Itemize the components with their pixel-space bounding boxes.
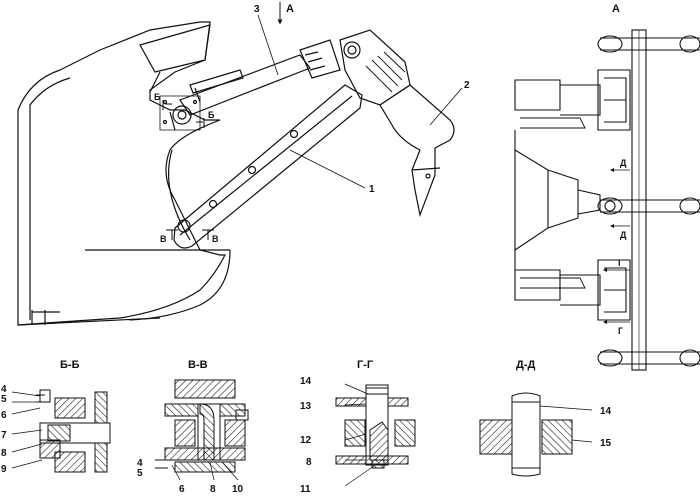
vv-callout-4: 4 xyxy=(137,458,143,469)
section-gg xyxy=(335,383,416,487)
callout-2: 2 xyxy=(464,80,470,91)
section-bb xyxy=(11,389,111,473)
bb-callout-4: 4 xyxy=(1,384,7,395)
gg-callout-12: 12 xyxy=(300,435,312,446)
cut-mark-v-left xyxy=(166,229,178,240)
section-dd xyxy=(479,392,593,477)
bb-callout-6: 6 xyxy=(1,410,7,421)
bb-callout-9: 9 xyxy=(1,464,7,475)
vv-callout-10: 10 xyxy=(232,484,244,495)
leader-3 xyxy=(257,14,279,76)
arm-1-hole xyxy=(289,129,299,139)
gg-callout-13: 13 xyxy=(300,401,312,412)
bb-callout-8: 8 xyxy=(1,448,7,459)
callout-1: 1 xyxy=(369,184,375,195)
cut-mark-v-right xyxy=(202,229,214,240)
view-a xyxy=(514,29,700,371)
arm-1 xyxy=(173,84,363,249)
frame-inner-line xyxy=(29,77,71,320)
leader-2 xyxy=(429,87,463,126)
leader-1 xyxy=(289,149,366,189)
section-dd-title: Д-Д xyxy=(516,359,535,371)
frame-curve-left xyxy=(167,149,191,241)
gg-callout-8: 8 xyxy=(306,457,312,468)
dd-callout-15: 15 xyxy=(600,438,612,449)
vv-callout-5: 5 xyxy=(137,468,143,479)
link-3 xyxy=(159,39,341,131)
main-side-view xyxy=(17,2,463,326)
frame-top-cap xyxy=(139,24,211,73)
upper-joint-block xyxy=(339,29,411,106)
arm-1-pivot-pin xyxy=(177,219,191,233)
arm-1-hole xyxy=(208,199,218,209)
cut-mark-b-bottom xyxy=(196,118,205,128)
ripper-shank-2 xyxy=(379,84,455,218)
cut-label-d-bottom: Д xyxy=(620,230,627,240)
cut-label-v-left: В xyxy=(160,234,167,244)
cut-label-d-top: Д xyxy=(620,158,627,168)
frame-notch xyxy=(149,71,176,131)
arm-1-hole xyxy=(247,165,257,175)
vv-callout-6: 6 xyxy=(179,484,185,495)
gg-callout-11: 11 xyxy=(300,484,311,495)
section-vv-title: В-В xyxy=(188,359,208,371)
vv-callout-8: 8 xyxy=(210,484,216,495)
section-bb-title: Б-Б xyxy=(60,359,80,371)
cut-label-g-top: Г xyxy=(618,258,623,268)
cut-label-b-bottom: Б xyxy=(208,110,215,120)
section-gg-title: Г-Г xyxy=(357,359,374,371)
dd-callout-14: 14 xyxy=(600,406,612,417)
frame-lower-edge xyxy=(17,317,161,326)
link-3-pivot xyxy=(172,105,192,125)
frame-foot xyxy=(31,310,60,325)
frame-outline xyxy=(17,21,226,326)
view-a-title: А xyxy=(612,3,620,15)
callout-3: 3 xyxy=(254,4,260,15)
section-vv xyxy=(155,379,249,481)
cut-label-g-bottom: Г xyxy=(618,326,623,336)
cut-mark-b-top xyxy=(162,100,172,110)
bb-callout-7: 7 xyxy=(1,430,7,441)
view-a-arrow-label: А xyxy=(286,3,294,15)
gg-callout-14: 14 xyxy=(300,376,312,387)
cut-label-b-top: Б xyxy=(154,92,161,102)
bb-callout-5: 5 xyxy=(1,394,7,405)
cut-label-v-right: В xyxy=(212,234,219,244)
frame-bottom-curve xyxy=(129,249,231,321)
